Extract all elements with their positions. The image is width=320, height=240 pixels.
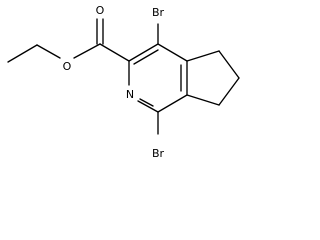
- bond-cyclopentane-c7-c7a: [186, 94, 220, 106]
- bond-ring-c3-c4: [128, 43, 159, 62]
- bond-ring-c3-c4-inner: [133, 49, 159, 65]
- bond-cyclopentane-c5-c6: [218, 50, 240, 79]
- bond-carbonyl-to-ring: [99, 43, 130, 62]
- bond-ethyl-ch2-to-oxygen: [36, 44, 61, 59]
- ether-oxygen-label: O: [63, 60, 72, 73]
- bond-ring-c4-c4a: [157, 43, 188, 62]
- ring-nitrogen-label: N: [126, 88, 134, 101]
- bond-ring-c7a-c1: [157, 94, 188, 113]
- bond-ethyl-methyl: [7, 44, 38, 63]
- bottom-bromine-label: Br: [152, 147, 165, 160]
- bond-cyclopentane-c6-c7: [218, 77, 240, 106]
- bond-ether-oxygen-to-carbonyl: [73, 43, 101, 59]
- bond-ring-c1-n2-inner: [139, 98, 154, 107]
- bond-ring-c1-n2: [137, 100, 159, 113]
- top-bromine-label: Br: [152, 6, 165, 19]
- carbonyl-oxygen-label: O: [96, 4, 105, 17]
- chemical-structure-diagram: Br Br N O O: [7, 4, 240, 160]
- molecule-drawing: Br Br N O O: [7, 4, 240, 160]
- bond-cyclopentane-c4a-c5: [186, 50, 220, 62]
